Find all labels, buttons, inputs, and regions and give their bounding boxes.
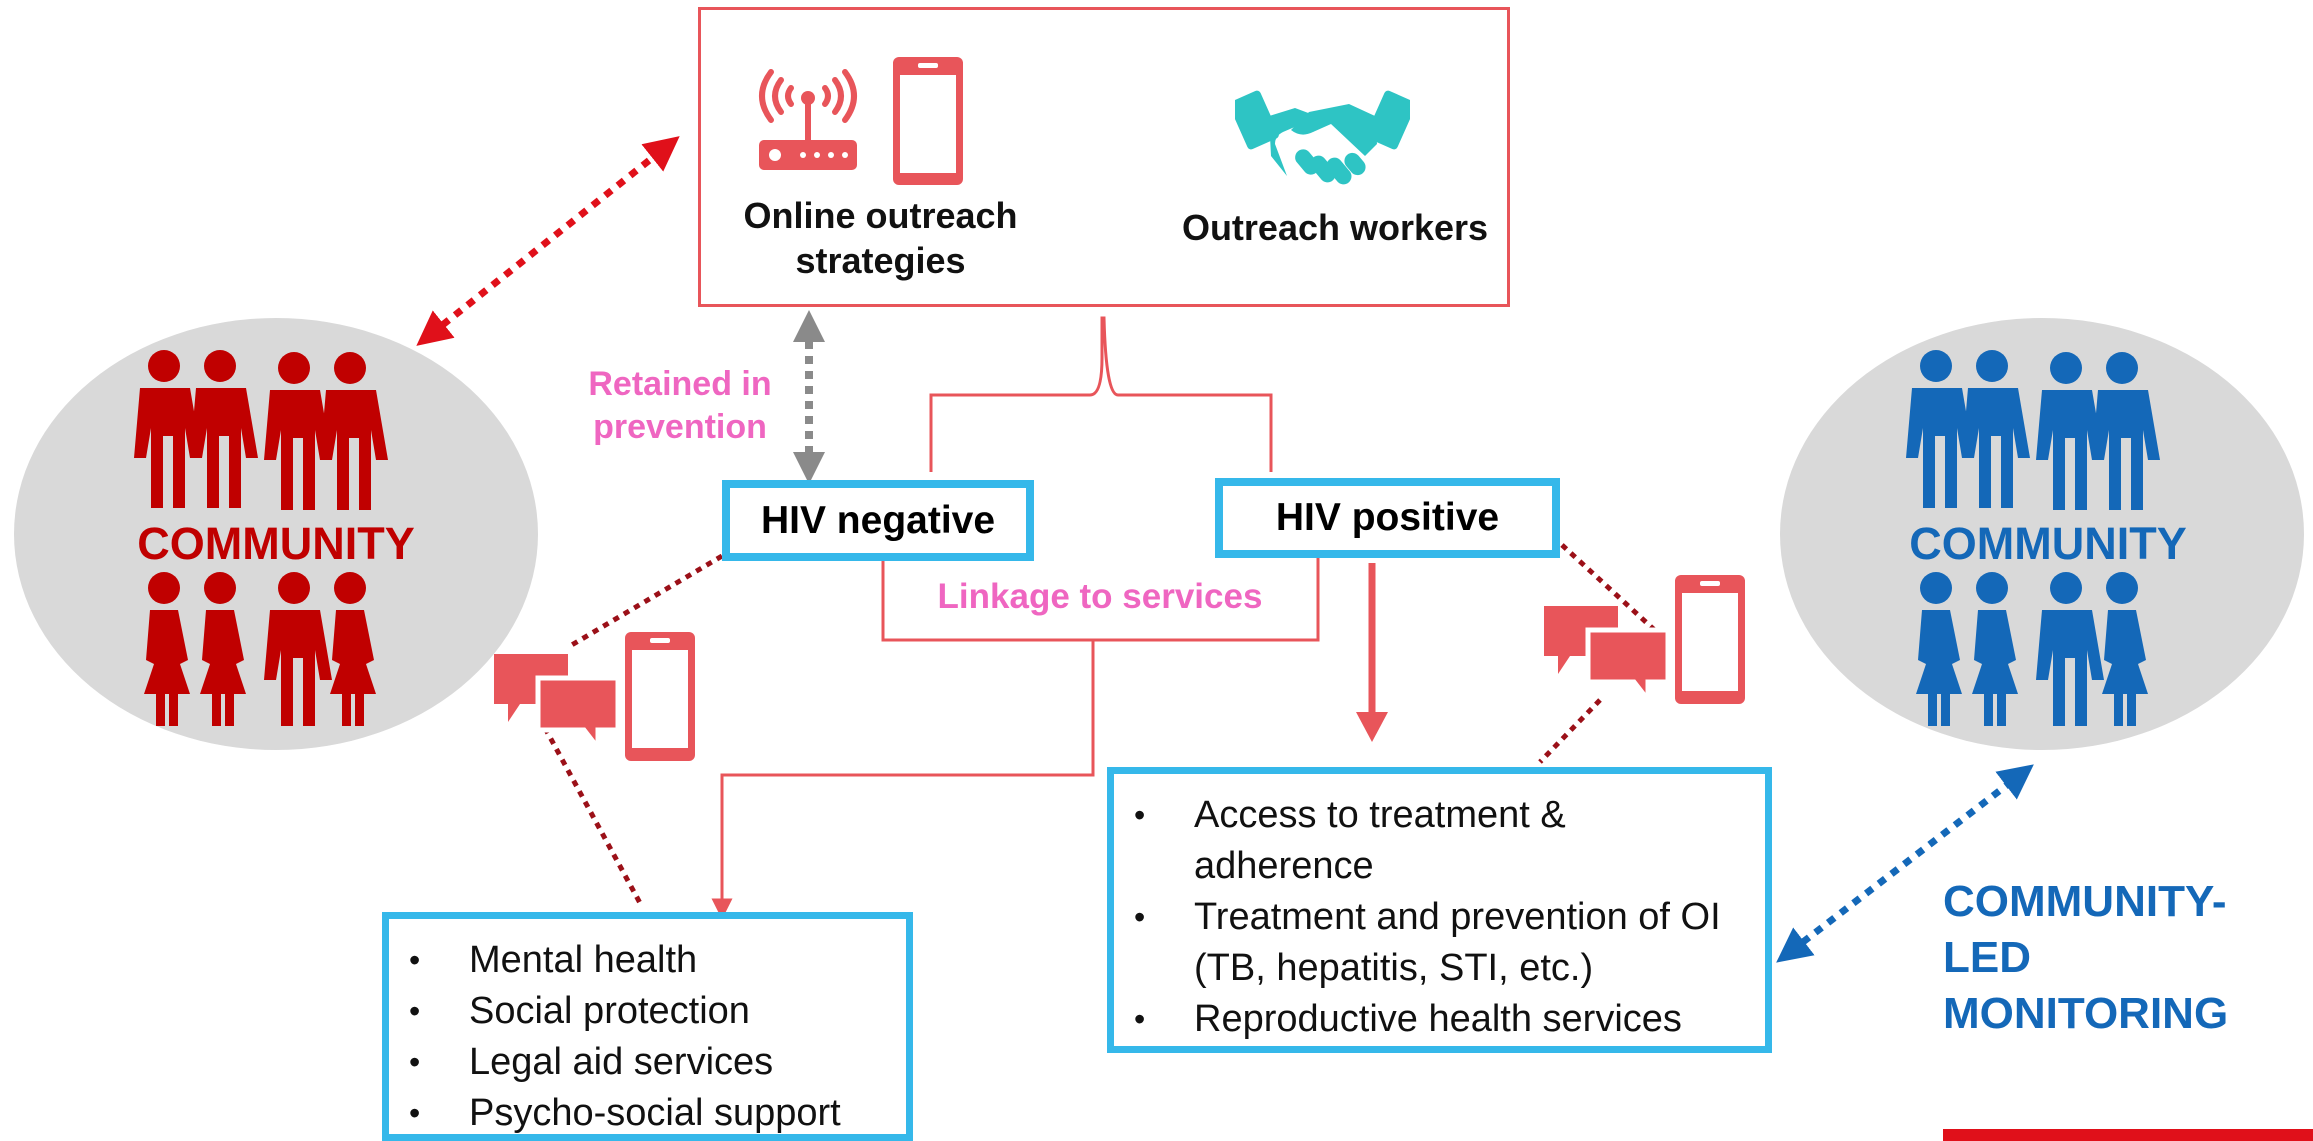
positive-services-list: Access to treatment & adherence Treatmen…: [1114, 790, 1741, 1045]
outreach-brace: [929, 316, 1273, 472]
clm-label: COMMUNITY-LED MONITORING: [1943, 877, 2229, 1038]
clm-arrow: [1776, 764, 2034, 963]
outreach-workers-label: Outreach workers: [1181, 207, 1489, 248]
positive-chat-dotted-line: [1560, 543, 1662, 637]
linkage-line: [711, 640, 1095, 920]
hiv-negative-box: HIV negative: [722, 480, 1034, 561]
list-item: Psycho-social support: [389, 1088, 906, 1139]
mobile-phone-icon: [1675, 575, 1745, 704]
community-left-label: COMMUNITY: [137, 518, 415, 569]
people-icon: [1906, 350, 2160, 726]
list-item: Mental health: [389, 935, 906, 986]
mobile-phone-icon: [893, 57, 963, 185]
negative-services-box: Mental health Social protection Legal ai…: [382, 912, 913, 1141]
list-item: Legal aid services: [389, 1037, 906, 1088]
retained-label: Retained in prevention: [588, 365, 772, 446]
list-item: Reproductive health services: [1114, 994, 1741, 1045]
list-item: Social protection: [389, 986, 906, 1037]
accent-bar: [1943, 1129, 2313, 1141]
linkage-label: Linkage to services: [937, 577, 1263, 616]
hiv-positive-box: HIV positive: [1215, 478, 1560, 558]
list-item: Treatment and prevention of OI (TB, hepa…: [1114, 892, 1741, 994]
negative-services-list: Mental health Social protection Legal ai…: [389, 935, 906, 1139]
mobile-phone-icon: [625, 632, 695, 761]
chat-bubbles-icon: [494, 654, 620, 750]
people-icon: [134, 350, 388, 726]
community-right-label: COMMUNITY: [1909, 518, 2187, 569]
positive-services-arrowhead: [1356, 712, 1388, 742]
outreach-community-arrow: [416, 136, 680, 346]
wifi-router-icon: [759, 69, 857, 170]
negative-chat-dotted-line: [568, 553, 724, 649]
online-outreach-label: Online outreach strategies: [743, 195, 1018, 281]
chat-bubbles-icon: [1544, 606, 1670, 702]
chat-negative-services-dotted-line: [542, 726, 643, 905]
outreach-box: [698, 7, 1510, 307]
list-item: Access to treatment & adherence: [1114, 790, 1741, 892]
handshake-icon: [1235, 90, 1410, 185]
chat-positive-services-dotted-line: [1538, 698, 1602, 764]
positive-services-box: Access to treatment & adherence Treatmen…: [1107, 767, 1772, 1053]
linkage-bracket: [881, 548, 1320, 642]
